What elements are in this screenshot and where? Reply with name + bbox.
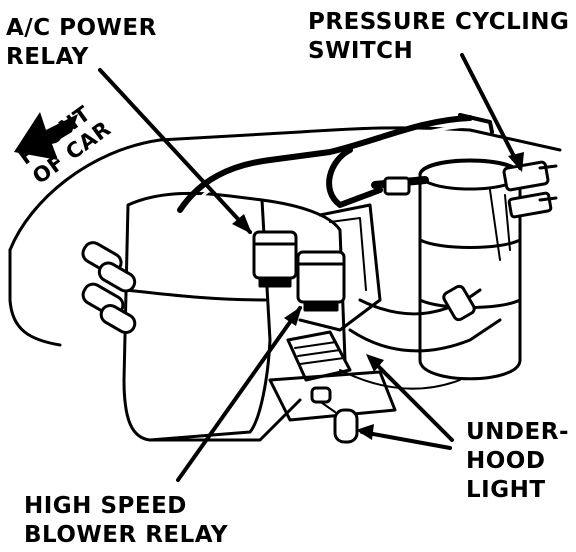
ac-power-relay-label-line-1: A/C POWER: [6, 15, 157, 41]
ac-power-relay: [252, 230, 298, 288]
leader-lines: [98, 53, 522, 482]
underhood-light-bulb: [310, 386, 359, 444]
underhood-light-label-line-3: LIGHT: [466, 477, 546, 503]
high-speed-blower-relay-label: HIGH SPEED BLOWER RELAY: [24, 492, 228, 550]
ac-power-relay-label: A/C POWER RELAY: [6, 14, 157, 72]
accumulator: [418, 158, 522, 381]
reservoir-front-face: [122, 288, 267, 302]
pressure-switch-label-line-1: PRESSURE CYCLING: [308, 9, 570, 35]
pressure-cycling-switch-label: PRESSURE CYCLING SWITCH: [308, 8, 569, 66]
ac-power-relay-label-line-2: RELAY: [6, 44, 89, 70]
blower-relay-label-line-2: BLOWER RELAY: [24, 522, 229, 548]
leader-blower-relay: [176, 306, 302, 482]
blower-relay-label-line-1: HIGH SPEED: [24, 493, 187, 519]
leader-arrowheads: [232, 152, 524, 440]
fender-edge: [8, 248, 62, 347]
high-speed-blower-relay: [296, 250, 346, 312]
leader-ac-relay: [98, 68, 252, 234]
leader-pressure-switch: [460, 53, 522, 170]
underhood-light-label-line-2: HOOD: [466, 448, 546, 474]
connector-block: [286, 330, 352, 382]
underhood-light-label-line-1: UNDER-: [466, 419, 569, 445]
reservoir-tank: [122, 191, 272, 442]
lower-bracket: [268, 370, 397, 422]
pressure-switch-label-line-2: SWITCH: [308, 38, 414, 64]
pressure-switch-body: [502, 160, 558, 219]
underhood-light-label: UNDER- HOOD LIGHT: [466, 418, 569, 505]
leader-underhood-b: [368, 356, 454, 442]
leader-underhood-a: [360, 430, 452, 450]
front-direction-arrow-icon: [14, 112, 78, 160]
hose-fittings: [81, 241, 137, 334]
reservoir-side: [260, 198, 347, 362]
ac-line-loop: [326, 147, 383, 208]
wiring-harness: [348, 318, 502, 353]
relay-bracket: [298, 203, 382, 332]
